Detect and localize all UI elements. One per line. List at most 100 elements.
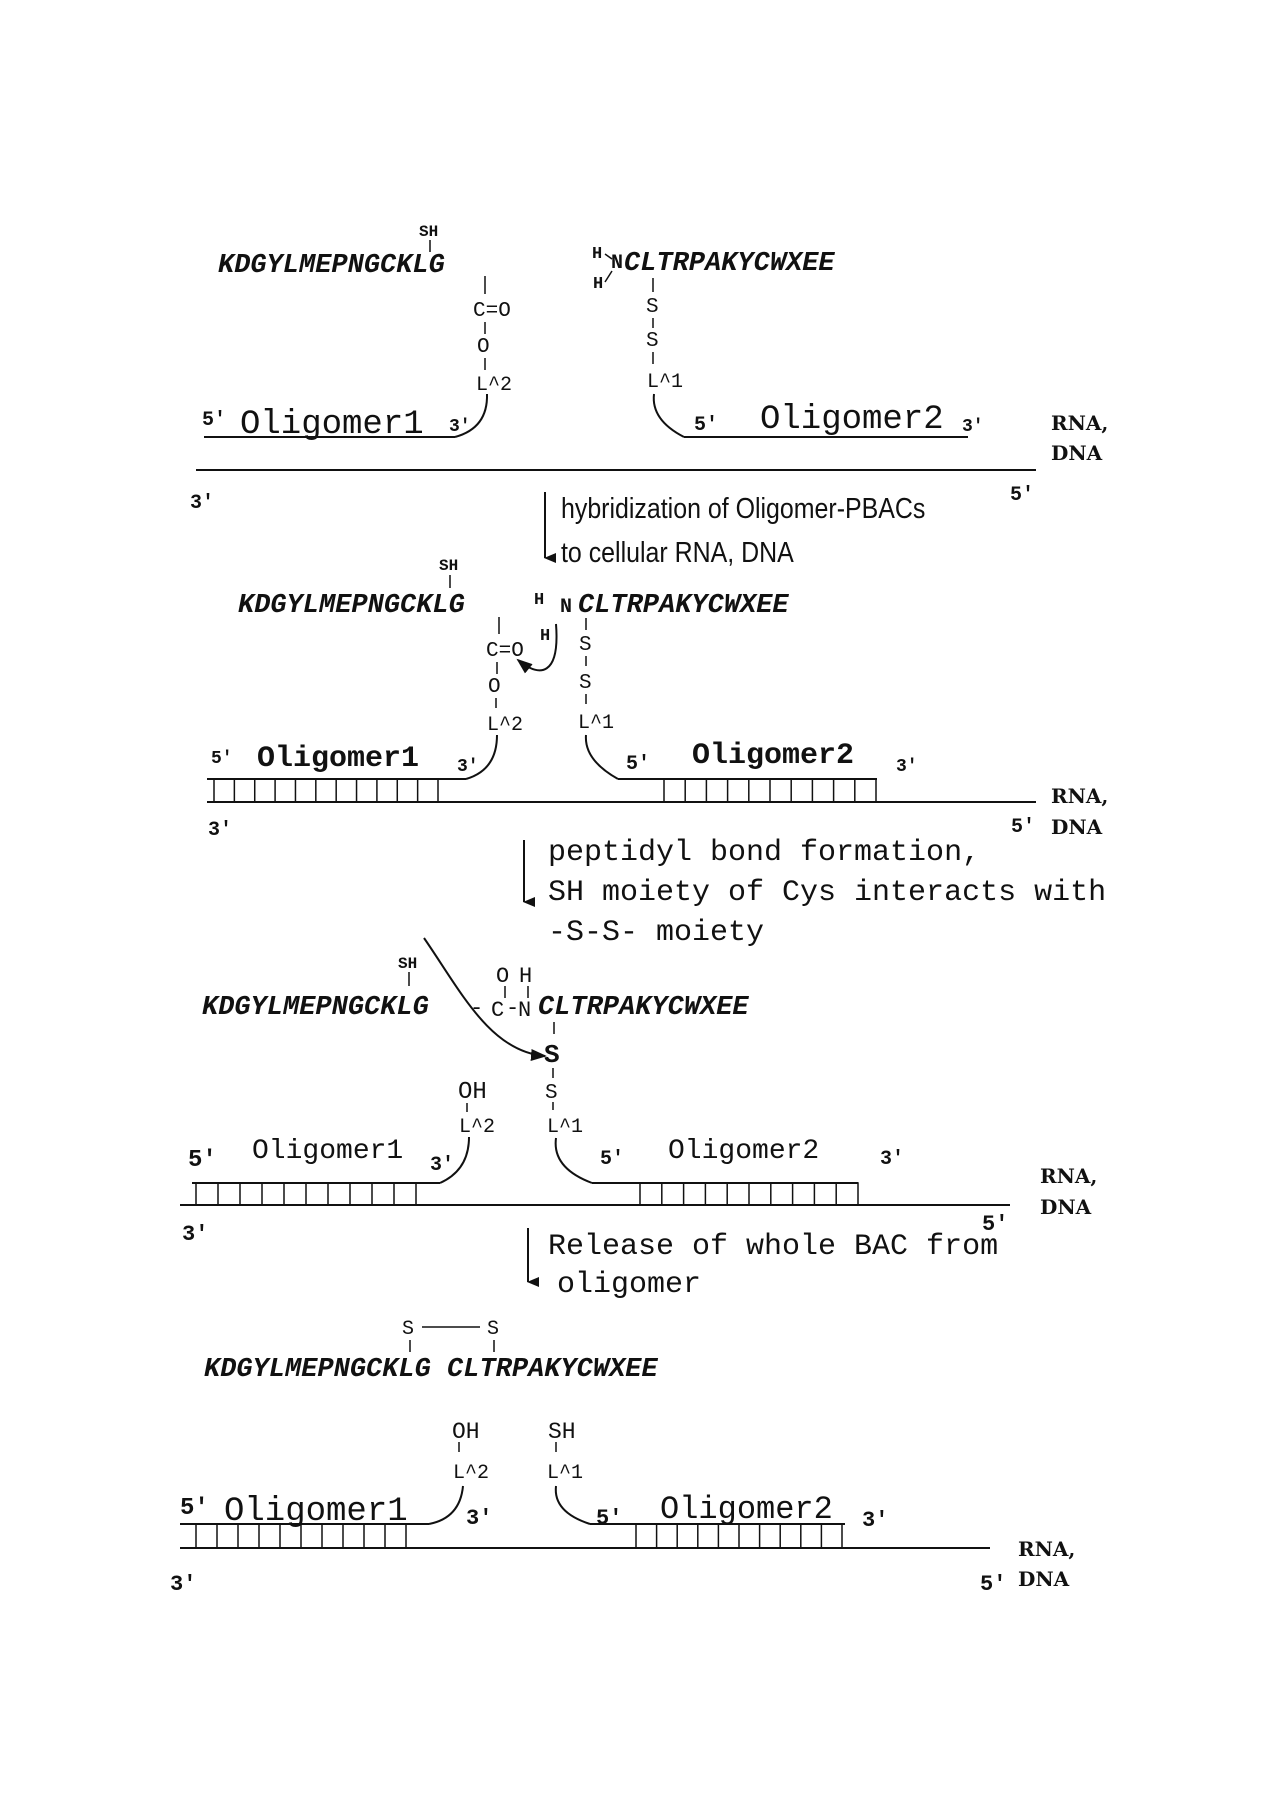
- three-prime-label: 3': [457, 757, 479, 777]
- thiol-group: SH: [548, 1419, 576, 1445]
- five-prime-label: 5': [596, 1506, 622, 1531]
- step-1-caption-line: to cellular RNA, DNA: [561, 536, 794, 568]
- target-strand-three-prime: 3': [170, 1572, 196, 1597]
- step-2-caption-line: peptidyl bond formation,: [548, 836, 980, 870]
- base-pair-ladder: [195, 1182, 417, 1206]
- linker-l2: L^2: [476, 374, 512, 397]
- sh-label: SH: [439, 557, 458, 575]
- amine-n-label: N: [560, 596, 572, 619]
- three-prime-label: 3': [880, 1148, 904, 1171]
- step-2-caption-line: -S-S- moiety: [548, 916, 764, 950]
- bond-dash: -: [470, 996, 483, 1021]
- panel-2-hybridized: SH KDGYLMEPNGCKLG H N H CLTRPAKYCWXEE C=…: [207, 557, 1108, 842]
- step-3-caption-line: Release of whole BAC from: [548, 1230, 998, 1264]
- target-rna-label: RNA,: [1051, 411, 1108, 435]
- five-prime-label: 5': [188, 1147, 217, 1174]
- disulfide-sulfur: S: [402, 1318, 414, 1341]
- oligomer-1-label: Oligomer1: [240, 406, 424, 444]
- step-1-hybridization: hybridization of Oligomer-PBACs to cellu…: [544, 492, 925, 568]
- target-dna-label: DNA: [1040, 1195, 1092, 1219]
- step-3-release: Release of whole BAC from oligomer: [527, 1228, 998, 1302]
- five-prime-label: 5': [211, 749, 233, 769]
- panel-1-precursors: SH KDGYLMEPNGCKLG H N H CLTRPAKYCWXEE C=…: [190, 223, 1108, 515]
- target-strand-three-prime: 3': [208, 819, 232, 842]
- bond-dash: -: [506, 996, 519, 1021]
- oligomer-1-label: Oligomer1: [252, 1136, 403, 1167]
- base-pair-ladder: [639, 1182, 859, 1206]
- linker-l1: L^1: [578, 712, 614, 735]
- amine-h-label: H: [540, 627, 550, 646]
- carbonyl-group: C=O: [486, 640, 524, 663]
- peptide-2-sequence: CLTRPAKYCWXEE: [624, 249, 835, 279]
- five-prime-label: 5': [600, 1148, 624, 1171]
- amine-h-label: H: [592, 245, 602, 264]
- target-strand-five-prime: 5': [982, 1212, 1008, 1237]
- peptide-1-sequence: KDGYLMEPNGCKLG: [218, 251, 445, 281]
- peptide-bond-carbon: C: [491, 998, 504, 1023]
- sulfur-atom: S: [646, 330, 659, 353]
- peptide-bond-oxygen: O: [496, 964, 509, 989]
- base-pair-block: [213, 778, 439, 803]
- sulfur-atom: S: [646, 296, 659, 319]
- three-prime-label: 3': [430, 1154, 454, 1177]
- ester-oxygen: O: [488, 676, 501, 699]
- target-rna-label: RNA,: [1051, 784, 1108, 808]
- three-prime-label: 3': [896, 757, 918, 777]
- amine-h-label: H: [534, 591, 544, 610]
- carbonyl-group: C=O: [473, 300, 511, 323]
- target-dna-label: DNA: [1051, 815, 1103, 839]
- oligomer-2-label: Oligomer2: [692, 739, 854, 773]
- step-2-peptidyl-bond: peptidyl bond formation, SH moiety of Cy…: [523, 836, 1106, 950]
- linker-l2: L^2: [487, 714, 523, 737]
- sh-label: SH: [419, 223, 438, 241]
- sh-label: SH: [398, 955, 417, 973]
- amine-h-label: H: [593, 275, 603, 294]
- panel-3-ligated: SH KDGYLMEPNGCKLG O H - C - N CLTRPAKYCW…: [180, 937, 1097, 1247]
- oligomer-2-label: Oligomer2: [668, 1136, 819, 1167]
- peptide-2-sequence: CLTRPAKYCWXEE: [578, 591, 789, 621]
- step-1-caption-line: hybridization of Oligomer-PBACs: [561, 492, 925, 524]
- oligomer-2-label: Oligomer2: [760, 401, 944, 439]
- step-2-caption-line: SH moiety of Cys interacts with: [548, 876, 1106, 910]
- released-bac-sequence: KDGYLMEPNGCKLG CLTRPAKYCWXEE: [204, 1355, 658, 1385]
- linker-l2: L^2: [453, 1462, 489, 1485]
- step-3-caption-line: oligomer: [557, 1268, 701, 1302]
- linker-l1: L^1: [647, 371, 683, 394]
- target-rna-label: RNA,: [1018, 1537, 1075, 1561]
- oligomer-2-label: Oligomer2: [660, 1491, 833, 1528]
- three-prime-label: 3': [862, 1508, 888, 1533]
- panel-4-released: S S KDGYLMEPNGCKLG CLTRPAKYCWXEE OH L^2 …: [170, 1318, 1075, 1597]
- linker-l2: L^2: [459, 1116, 495, 1139]
- five-prime-label: 5': [694, 414, 718, 437]
- disulfide-exchange-arrow: [423, 937, 547, 1061]
- linker-l1: L^1: [547, 1116, 583, 1139]
- peptide-bond-nitrogen: N: [518, 998, 531, 1023]
- target-dna-label: DNA: [1051, 441, 1103, 465]
- peptide-1-sequence: KDGYLMEPNGCKLG: [202, 993, 429, 1023]
- five-prime-label: 5': [180, 1495, 209, 1522]
- oligomer-1-label: Oligomer1: [224, 1493, 408, 1531]
- sulfur-atom: S: [545, 1082, 558, 1105]
- ester-oxygen: O: [477, 336, 490, 359]
- target-strand-three-prime: 3': [182, 1222, 208, 1247]
- linker-l1: L^1: [547, 1462, 583, 1485]
- three-prime-label: 3': [466, 1506, 492, 1531]
- sulfur-atom: S: [579, 672, 592, 695]
- amine-n-label: N: [611, 252, 623, 275]
- base-pair-ladder: [195, 1523, 407, 1549]
- target-strand-three-prime: 3': [190, 492, 214, 515]
- target-strand-five-prime: 5': [1011, 816, 1035, 839]
- disulfide-sulfur: S: [487, 1318, 499, 1341]
- target-strand-five-prime: 5': [980, 1572, 1006, 1597]
- target-dna-label: DNA: [1018, 1567, 1070, 1591]
- base-pair-ladder: [213, 778, 439, 803]
- peptide-1-sequence: KDGYLMEPNGCKLG: [238, 591, 465, 621]
- base-pair-ladder: [663, 778, 877, 803]
- three-prime-label: 3': [449, 417, 471, 437]
- sulfur-atom: S: [579, 634, 592, 657]
- target-rna-label: RNA,: [1040, 1164, 1097, 1188]
- sulfur-atom: S: [544, 1040, 560, 1070]
- nucleophilic-attack-arrow: [516, 623, 558, 674]
- peptide-2-sequence: CLTRPAKYCWXEE: [538, 993, 749, 1023]
